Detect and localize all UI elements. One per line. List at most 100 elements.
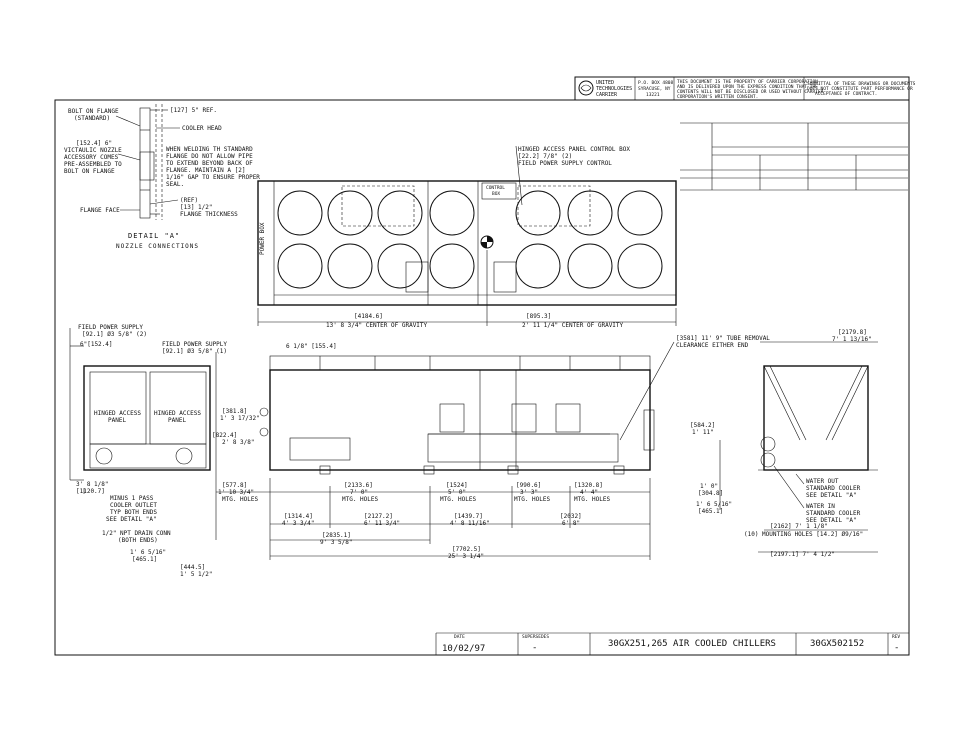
center-of-gravity-icon	[480, 235, 494, 249]
hinged-right-1: HINGED ACCESS	[154, 410, 201, 417]
field-power-2-a: FIELD POWER SUPPLY	[162, 341, 227, 348]
welding-note-6: SEAL.	[166, 181, 184, 188]
dim-2179-b: 7' 1 13/16"	[832, 336, 872, 343]
dim-381-b: 1' 3 17/32"	[220, 415, 260, 422]
dim-444-b: 1' 5 1/2"	[180, 571, 213, 578]
dim-cg1-ft: 13' 8 3/4" CENTER OF GRAVITY	[326, 322, 428, 329]
supersedes-label: SUPERSEDES	[522, 634, 549, 640]
dim-584-a: [584.2]	[690, 422, 715, 429]
dim-6-top: 6 1/8" [155.4]	[286, 343, 337, 350]
ref-thickness-2: [13] 1/2"	[180, 204, 213, 211]
dim-2835-b: 9' 3 5/8"	[320, 539, 353, 546]
hinged-left-1: HINGED ACCESS	[94, 410, 141, 417]
title-block	[435, 632, 909, 655]
drain-2: (BOTH ENDS)	[118, 537, 158, 544]
power-box-label: POWER BOX	[259, 222, 266, 255]
dim-2162: [2162] 7' 1 1/8"	[770, 523, 828, 530]
water-out-2: STANDARD COOLER	[806, 485, 861, 492]
dim-2133-c: MTG. HOLES	[342, 496, 379, 503]
company-name-1: UNITED	[596, 80, 614, 86]
water-in-2: STANDARD COOLER	[806, 510, 861, 517]
side-elevation	[216, 355, 655, 560]
condenser-fan-9	[327, 243, 373, 289]
condenser-fan-2	[327, 190, 373, 236]
water-out-1: WATER OUT	[806, 478, 839, 485]
condenser-fan-11	[429, 243, 475, 289]
drain-1: 1/2" NPT DRAIN CONN	[102, 530, 171, 537]
dim-1-0-a: 1' 0"	[700, 483, 718, 490]
field-power-2-b: [92.1] Ø3 5/8" (1)	[162, 348, 227, 355]
condenser-fan-1	[277, 190, 323, 236]
control-box-label-2: BOX	[492, 191, 500, 197]
welding-note-2: FLANGE DO NOT ALLOW PIPE	[166, 153, 253, 160]
address-3: 13221	[646, 92, 660, 98]
minus-pass-4: SEE DETAIL "A"	[106, 516, 157, 523]
company-header: UNITED TECHNOLOGIES CARRIER P.O. BOX 480…	[574, 76, 916, 101]
control-box-note-2: [22.2] 7/8" (2)	[518, 153, 572, 160]
dim-1-6b-b: [465.1]	[698, 508, 723, 515]
welding-note-3: TO EXTEND BEYOND BACK OF	[166, 160, 253, 167]
dim-7702-b: 25' 3 1/4"	[448, 553, 484, 560]
date-value: 10/02/97	[442, 644, 485, 654]
submittal-3: ACCEPTANCE OF CONTRACT.	[815, 91, 877, 97]
dim-577-a: [577.8]	[222, 482, 247, 489]
cooler-head-label: COOLER HEAD	[182, 125, 222, 132]
condenser-fan-grid	[277, 190, 663, 289]
dim-584-b: 1' 11"	[692, 429, 714, 436]
tube-removal-1: [3581] 11' 9" TUBE REMOVAL	[676, 335, 770, 342]
notice-2: AND IS DELIVERED UPON THE EXPRESS CONDIT…	[677, 84, 818, 90]
dim-1-6-b: [465.1]	[132, 556, 157, 563]
minus-pass-1: MINUS 1 PASS	[110, 495, 154, 502]
bolt-on-flange-2: (STANDARD)	[74, 115, 110, 122]
dim-990-c: MTG. HOLES	[514, 496, 551, 503]
nozzle-note-2: VICTAULIC NOZZLE	[64, 147, 122, 154]
dim-1439-b: 4' 8 11/16"	[450, 520, 490, 527]
control-box-note-3: FIELD POWER SUPPLY CONTROL	[518, 160, 612, 167]
dim-1524-b: 5' 0"	[448, 489, 466, 496]
dim-1439-a: [1439.7]	[454, 513, 483, 520]
carrier-logo-icon	[578, 80, 594, 96]
water-in-1: WATER IN	[806, 503, 835, 510]
dim-577-b: 1' 10 3/4"	[218, 489, 254, 496]
dim-3-18-b: [1120.7]	[76, 488, 105, 495]
condenser-fan-4	[429, 190, 475, 236]
nozzle-note-5: BOLT ON FLANGE	[64, 168, 115, 175]
revision-table	[680, 122, 908, 191]
dim-2032-b: 6' 8"	[562, 520, 580, 527]
condenser-fan-12	[515, 243, 561, 289]
dim-ref-5in: [127] 5" REF.	[170, 107, 217, 114]
field-power-1-b: [92.1] Ø3 5/8" (2)	[82, 331, 147, 338]
dim-2133-b: 7' 0"	[350, 489, 368, 496]
field-power-1-a: FIELD POWER SUPPLY	[78, 324, 143, 331]
dim-990-a: [990.6]	[516, 482, 541, 489]
dim-1314-a: [1314.4]	[284, 513, 313, 520]
dim-822-b: 2' 8 3/8"	[222, 439, 255, 446]
drawing-title: 30GX251,265 AIR COOLED CHILLERS	[608, 639, 776, 649]
condenser-fan-8	[277, 243, 323, 289]
water-in-3: SEE DETAIL "A"	[806, 517, 857, 524]
control-box-note-1: HINGED ACCESS PANEL CONTROL BOX	[518, 146, 630, 153]
condenser-fan-13	[567, 243, 613, 289]
condenser-fan-14	[617, 243, 663, 289]
top-view-chiller	[257, 145, 677, 326]
dim-1524-c: MTG. HOLES	[440, 496, 477, 503]
rev-value: -	[894, 643, 899, 653]
welding-note-1: WHEN WELDING TH STANDARD	[166, 146, 253, 153]
dim-cg1: [4184.6]	[354, 313, 383, 320]
dim-3-18-a: 3' 8 1/8"	[76, 481, 109, 488]
detail-a-nozzle	[115, 104, 180, 220]
dim-1524-a: [1524]	[446, 482, 468, 489]
condenser-fan-3	[377, 190, 423, 236]
company-name-3: CARRIER	[596, 92, 618, 98]
detail-a-title: DETAIL "A"	[128, 232, 180, 240]
dim-6-left: 6"[152.4]	[80, 341, 113, 348]
company-name-2: TECHNOLOGIES	[596, 86, 632, 92]
drawing-number: 30GX502152	[810, 639, 864, 649]
welding-note-4: FLANGE. MAINTAIN A [2]	[166, 167, 245, 174]
dim-990-b: 3' 3"	[520, 489, 538, 496]
rev-label: REV	[892, 634, 900, 640]
dim-1320-c: MTG. HOLES	[574, 496, 611, 503]
nozzle-note-1: [152.4] 6"	[76, 140, 112, 147]
ref-thickness-1: (REF)	[180, 197, 198, 204]
